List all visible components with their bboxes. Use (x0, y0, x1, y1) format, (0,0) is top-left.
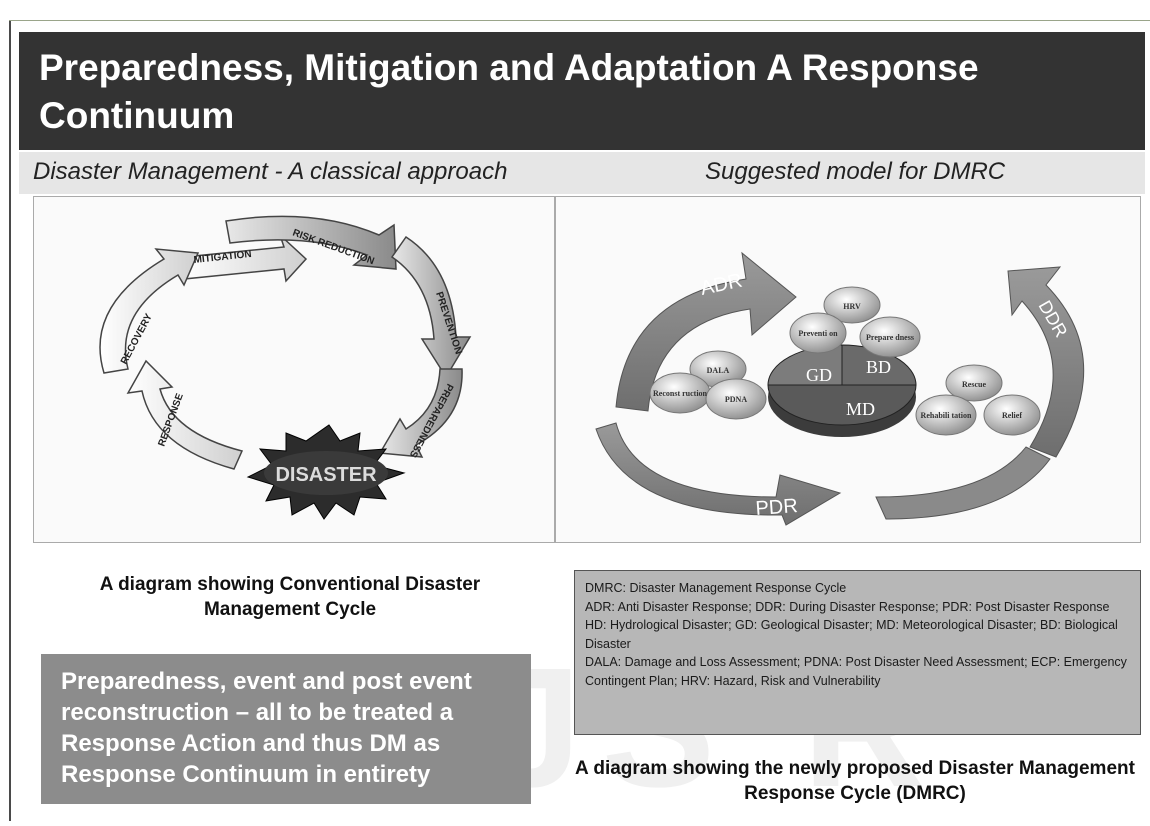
subhead-right: Suggested model for DMRC (705, 158, 1006, 185)
bubble-rescue: Rescue (962, 380, 986, 389)
pie-label-bd: BD (866, 357, 891, 377)
right-cluster (915, 364, 1041, 436)
conventional-cycle-panel: MITIGATION RISK REDUCTION PREVENTION PRE… (33, 196, 555, 543)
label-preparedness: PREPAREDNESS (407, 382, 455, 460)
arrow-adr (615, 251, 797, 412)
bubble-reconstruction: Reconst ruction (653, 389, 708, 398)
slide-title: Preparedness, Mitigation and Adaptation … (19, 32, 1145, 150)
disaster-starburst (246, 424, 406, 520)
bubble-dala: DALA (707, 366, 730, 375)
legend-line: DMRC: Disaster Management Response Cycle (585, 581, 847, 595)
subhead-bar (19, 152, 1145, 194)
conventional-cycle-diagram: MITIGATION RISK REDUCTION PREVENTION PRE… (99, 215, 472, 520)
arrow-risk-reduction (225, 215, 397, 270)
label-pdr: PDR (755, 495, 799, 520)
page-frame-top (9, 20, 1150, 21)
bubble-preparedness: Prepare dness (866, 333, 914, 342)
response-continuum-note: Preparedness, event and post event recon… (41, 654, 531, 804)
bubble-prevention: Preventi on (798, 329, 838, 338)
arrow-recovery (99, 248, 200, 374)
arrow-mitigation (183, 234, 308, 283)
arrow-pdr (595, 422, 842, 526)
caption-conventional: A diagram showing Conventional Disaster … (99, 574, 481, 620)
pie-label-gd: GD (806, 365, 832, 385)
legend-line: HD: Hydrological Disaster; GD: Geologica… (585, 618, 1118, 651)
bubble-rehabilitation: Rehabili tation (921, 411, 972, 420)
legend-line: DALA: Damage and Loss Assessment; PDNA: … (585, 655, 1127, 688)
legend-line: ADR: Anti Disaster Response; DDR: During… (585, 599, 1110, 614)
bubble-hrv: HRV (843, 302, 861, 311)
page-frame-left (9, 20, 11, 821)
central-pie (767, 344, 917, 437)
arrow-ddr (1007, 266, 1085, 458)
top-cluster (789, 286, 921, 358)
arrow-response (126, 359, 244, 470)
bubble-relief: Relief (1002, 411, 1022, 420)
pie-label-md: MD (846, 399, 875, 419)
label-disaster: DISASTER (275, 464, 377, 486)
bubble-pdna: PDNA (725, 395, 747, 404)
dmrc-panel: ADR DDR PDR GD BD MD HRV Pr (555, 196, 1141, 543)
arrow-prevention (390, 235, 472, 379)
abbreviation-legend: DMRC: Disaster Management Response Cycle… (574, 570, 1141, 735)
caption-dmrc: A diagram showing the newly proposed Dis… (575, 758, 1135, 804)
dmrc-diagram: ADR DDR PDR GD BD MD HRV Pr (595, 251, 1085, 526)
left-cluster (649, 350, 767, 420)
arrow-bottom-right (875, 446, 1051, 520)
subhead-left: Disaster Management - A classical approa… (33, 158, 508, 185)
